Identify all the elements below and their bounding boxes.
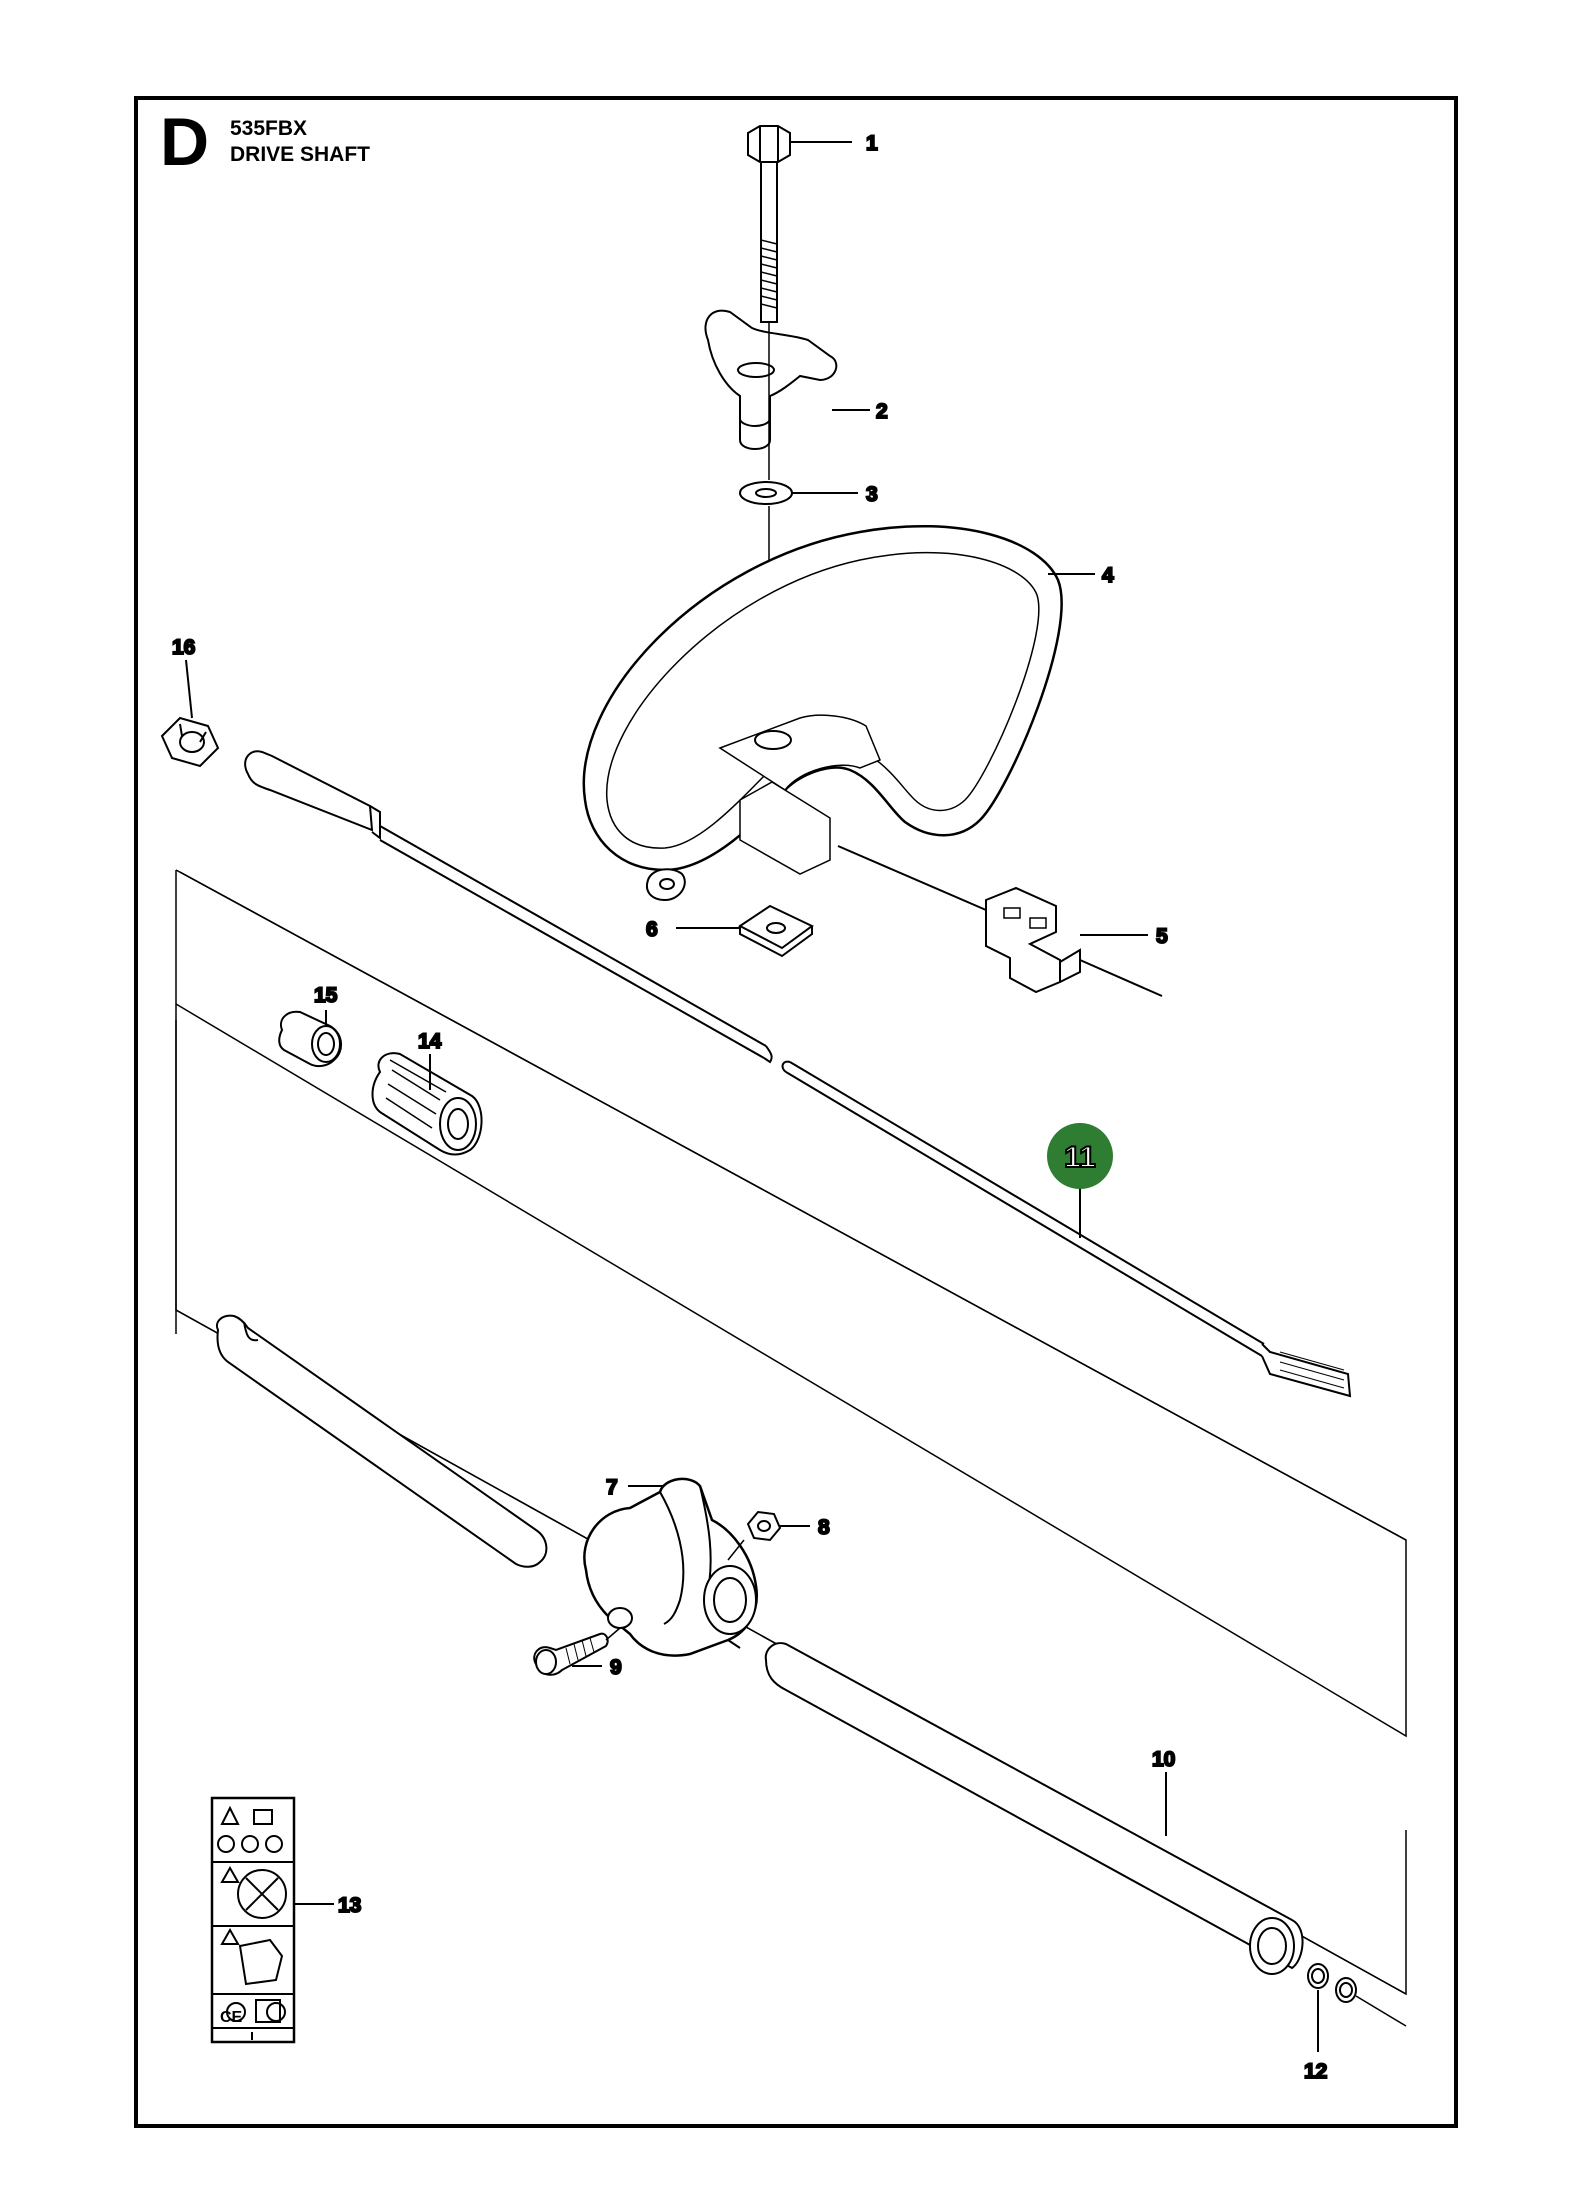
diagram-title: DRIVE SHAFT bbox=[230, 143, 371, 166]
part-screw[interactable] bbox=[533, 1632, 609, 1676]
diagram-frame bbox=[134, 96, 1458, 2128]
part-tube-clamp[interactable] bbox=[583, 1477, 759, 1657]
part-label-8[interactable]: 8 bbox=[817, 1515, 831, 1540]
part-lower-tube[interactable] bbox=[764, 1642, 1304, 1975]
part-washer[interactable] bbox=[739, 481, 793, 505]
part-loop-handle[interactable] bbox=[582, 525, 1063, 902]
part-label-15[interactable]: 15 bbox=[313, 983, 339, 1008]
part-clamp-nut[interactable] bbox=[746, 1510, 782, 1542]
part-label-7[interactable]: 7 bbox=[605, 1475, 619, 1500]
ce-mark-icon: CE bbox=[220, 2009, 243, 2026]
warning-decal-icon[interactable] bbox=[210, 1796, 296, 2044]
part-bearing[interactable] bbox=[278, 1010, 342, 1068]
part-square-nut[interactable] bbox=[738, 904, 814, 958]
model-name: 535FBX bbox=[230, 117, 308, 140]
part-label-3[interactable]: 3 bbox=[865, 482, 879, 507]
part-label-12[interactable]: 12 bbox=[1303, 2059, 1328, 2084]
svg-text:CE: CE bbox=[220, 2009, 243, 2026]
part-label-10[interactable]: 10 bbox=[1151, 1747, 1176, 1772]
section-letter: D bbox=[160, 104, 210, 180]
part-label-14[interactable]: 14 bbox=[417, 1029, 443, 1054]
part-upper-tube[interactable] bbox=[216, 1314, 548, 1568]
part-hex-nut[interactable] bbox=[160, 716, 220, 768]
part-bolt[interactable] bbox=[747, 125, 791, 323]
callout-badge-11[interactable] bbox=[1047, 1123, 1113, 1189]
part-label-4[interactable]: 4 bbox=[1101, 563, 1115, 588]
part-knob[interactable] bbox=[704, 309, 838, 450]
part-clamp[interactable] bbox=[985, 886, 1081, 994]
part-label-1[interactable]: 1 bbox=[865, 131, 879, 156]
part-circlips[interactable] bbox=[1307, 1963, 1357, 2003]
part-bushing[interactable] bbox=[371, 1052, 483, 1156]
part-label-5[interactable]: 5 bbox=[1155, 924, 1169, 949]
callout-label-11: 11 bbox=[1064, 1141, 1096, 1174]
part-label-13[interactable]: 13 bbox=[337, 1893, 362, 1918]
part-label-6[interactable]: 6 bbox=[645, 917, 659, 942]
part-label-2[interactable]: 2 bbox=[875, 399, 889, 424]
part-label-16[interactable]: 16 bbox=[171, 635, 196, 660]
leader-16 bbox=[185, 659, 193, 719]
part-label-9[interactable]: 9 bbox=[609, 1655, 623, 1680]
part-drive-shaft[interactable] bbox=[244, 750, 1352, 1398]
